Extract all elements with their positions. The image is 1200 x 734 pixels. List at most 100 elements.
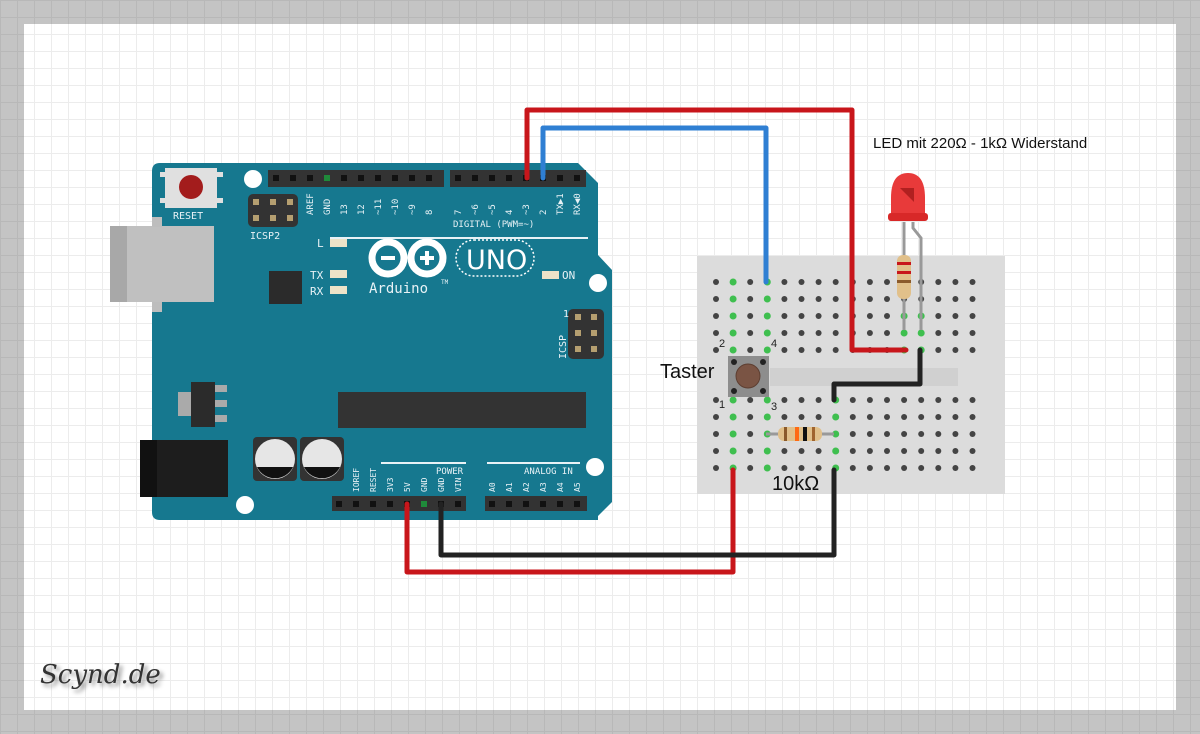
- breadboard-hole[interactable]: [901, 397, 908, 403]
- header-pin[interactable]: [489, 501, 495, 507]
- breadboard-hole[interactable]: [918, 414, 925, 420]
- breadboard-hole[interactable]: [815, 414, 822, 420]
- breadboard-hole[interactable]: [798, 397, 805, 403]
- breadboard-hole[interactable]: [747, 296, 754, 302]
- breadboard-hole[interactable]: [781, 347, 788, 353]
- breadboard-hole[interactable]: [729, 447, 737, 455]
- breadboard-hole[interactable]: [729, 346, 737, 354]
- breadboard-hole[interactable]: [713, 347, 719, 353]
- breadboard-hole[interactable]: [969, 414, 976, 420]
- breadboard-hole[interactable]: [713, 330, 719, 336]
- breadboard-hole[interactable]: [849, 414, 856, 420]
- header-pin[interactable]: [506, 175, 512, 181]
- breadboard-hole[interactable]: [866, 279, 873, 285]
- breadboard-hole[interactable]: [884, 431, 890, 437]
- breadboard-hole[interactable]: [866, 414, 873, 420]
- breadboard-hole[interactable]: [969, 465, 976, 471]
- breadboard-hole[interactable]: [969, 296, 976, 302]
- breadboard-hole[interactable]: [901, 414, 908, 420]
- breadboard-hole[interactable]: [832, 347, 839, 353]
- breadboard-hole[interactable]: [798, 296, 805, 302]
- breadboard-hole[interactable]: [952, 431, 959, 437]
- breadboard-hole[interactable]: [935, 465, 942, 471]
- breadboard-hole[interactable]: [815, 313, 822, 319]
- breadboard-hole[interactable]: [781, 296, 788, 302]
- breadboard-hole[interactable]: [918, 465, 925, 471]
- breadboard-hole[interactable]: [918, 431, 925, 437]
- breadboard-hole[interactable]: [781, 448, 788, 454]
- header-pin[interactable]: [489, 175, 495, 181]
- breadboard-hole[interactable]: [763, 464, 771, 472]
- header-pin[interactable]: [506, 501, 512, 507]
- breadboard-hole[interactable]: [832, 313, 839, 319]
- breadboard-hole[interactable]: [935, 279, 942, 285]
- breadboard-hole[interactable]: [969, 431, 976, 437]
- breadboard-hole[interactable]: [935, 397, 942, 403]
- header-pin[interactable]: [307, 175, 313, 181]
- wire-pin3-to-led[interactable]: [524, 107, 909, 353]
- push-button[interactable]: [728, 356, 769, 397]
- breadboard-hole[interactable]: [935, 296, 942, 302]
- breadboard-hole[interactable]: [866, 330, 873, 336]
- breadboard-hole[interactable]: [884, 414, 890, 420]
- wire-gnd-to-resistor[interactable]: [438, 467, 837, 558]
- breadboard-hole[interactable]: [900, 329, 908, 337]
- header-pin[interactable]: [523, 501, 529, 507]
- header-pin[interactable]: [392, 175, 398, 181]
- header-pin[interactable]: [540, 501, 546, 507]
- breadboard-hole[interactable]: [969, 448, 976, 454]
- breadboard-hole[interactable]: [952, 330, 959, 336]
- header-pin[interactable]: [574, 175, 580, 181]
- header-pin[interactable]: [455, 175, 461, 181]
- breadboard-hole[interactable]: [935, 448, 942, 454]
- breadboard-hole[interactable]: [781, 465, 788, 471]
- breadboard-hole[interactable]: [832, 447, 840, 455]
- breadboard-hole[interactable]: [952, 347, 959, 353]
- breadboard-hole[interactable]: [815, 448, 822, 454]
- breadboard-hole[interactable]: [729, 312, 737, 320]
- breadboard-hole[interactable]: [763, 295, 771, 303]
- breadboard-hole[interactable]: [952, 313, 959, 319]
- header-pin[interactable]: [455, 501, 461, 507]
- breadboard-hole[interactable]: [729, 430, 737, 438]
- breadboard-hole[interactable]: [747, 397, 754, 403]
- header-pin[interactable]: [273, 175, 279, 181]
- breadboard-hole[interactable]: [866, 296, 873, 302]
- reset-button[interactable]: [160, 168, 223, 208]
- breadboard-hole[interactable]: [815, 296, 822, 302]
- breadboard-hole[interactable]: [815, 279, 822, 285]
- breadboard-hole[interactable]: [747, 330, 754, 336]
- wire-5v-to-button[interactable]: [404, 467, 736, 575]
- breadboard-hole[interactable]: [713, 313, 719, 319]
- wire-gnd-jumper[interactable]: [831, 347, 923, 403]
- breadboard-hole[interactable]: [729, 329, 737, 337]
- breadboard-hole[interactable]: [815, 397, 822, 403]
- breadboard-hole[interactable]: [935, 347, 942, 353]
- header-pin[interactable]: [353, 501, 359, 507]
- breadboard-hole[interactable]: [798, 448, 805, 454]
- breadboard-hole[interactable]: [729, 278, 737, 286]
- header-pin[interactable]: [557, 175, 563, 181]
- breadboard-hole[interactable]: [866, 465, 873, 471]
- breadboard-hole[interactable]: [884, 448, 890, 454]
- header-pin[interactable]: [387, 501, 393, 507]
- breadboard-hole[interactable]: [798, 313, 805, 319]
- breadboard-hole[interactable]: [832, 413, 840, 421]
- breadboard-hole[interactable]: [798, 414, 805, 420]
- header-pin[interactable]: [324, 175, 330, 181]
- breadboard-hole[interactable]: [781, 313, 788, 319]
- breadboard-hole[interactable]: [884, 465, 890, 471]
- header-pin[interactable]: [421, 501, 427, 507]
- header-pin[interactable]: [341, 175, 347, 181]
- breadboard-hole[interactable]: [918, 397, 925, 403]
- breadboard-hole[interactable]: [866, 431, 873, 437]
- breadboard-hole[interactable]: [729, 396, 737, 404]
- breadboard-hole[interactable]: [815, 330, 822, 336]
- breadboard-hole[interactable]: [901, 465, 908, 471]
- breadboard-hole[interactable]: [815, 347, 822, 353]
- breadboard-hole[interactable]: [969, 397, 976, 403]
- breadboard-hole[interactable]: [781, 279, 788, 285]
- breadboard-hole[interactable]: [952, 414, 959, 420]
- breadboard-hole[interactable]: [763, 312, 771, 320]
- breadboard-hole[interactable]: [713, 397, 719, 403]
